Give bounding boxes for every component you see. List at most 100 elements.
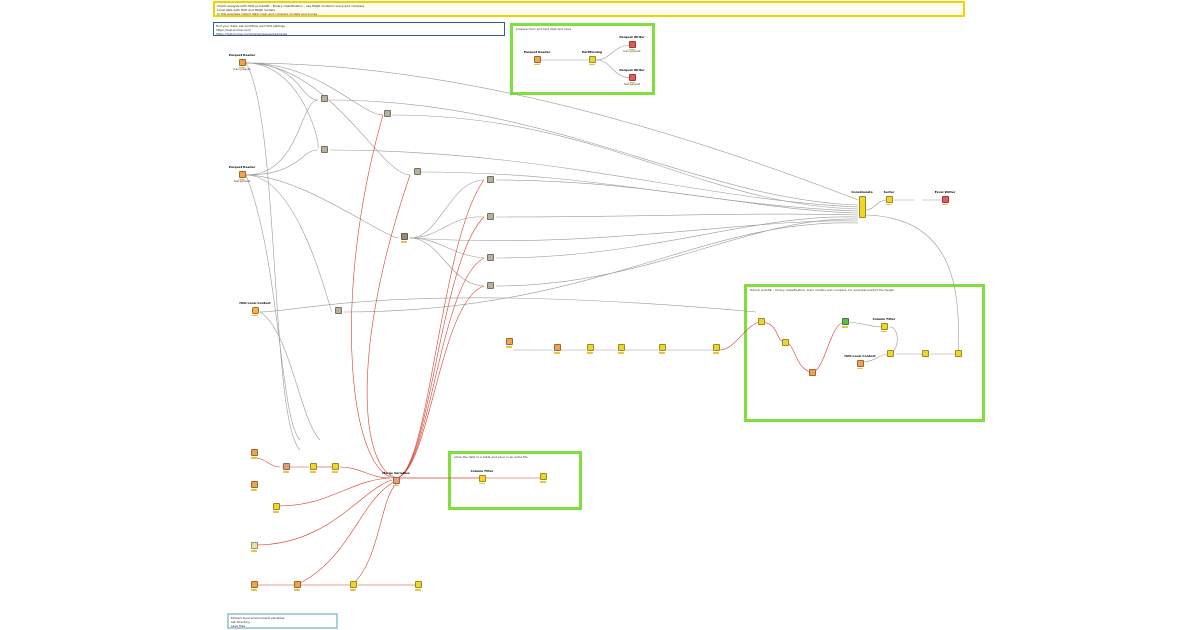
- node-title: [367, 106, 407, 109]
- model-metanode[interactable]: [367, 106, 407, 117]
- node-status-light: [415, 589, 421, 591]
- annotation-line: set directory: [231, 620, 250, 624]
- column-filter-node[interactable]: Column Filter: [462, 469, 502, 485]
- settings-annotation[interactable]: find your data, set workflow and H2O set…: [213, 22, 505, 36]
- column-filter-node[interactable]: [570, 343, 610, 354]
- parquet-reader-icon: [533, 55, 541, 63]
- reader-node[interactable]: [537, 343, 577, 354]
- model-metanode[interactable]: [318, 303, 358, 314]
- parquet-prep-annotation[interactable]: prepare train and test data and save: [510, 23, 655, 95]
- metanode-icon: [383, 110, 391, 117]
- table-to-variable-node[interactable]: [696, 343, 736, 354]
- model-metanode[interactable]: [397, 164, 437, 175]
- table-to-variable-icon: [712, 344, 720, 351]
- parquet-writer-node[interactable]: Parquet Writer train.parquet: [612, 35, 652, 53]
- node-status-light: [251, 550, 257, 552]
- joiner-node[interactable]: [870, 349, 910, 357]
- node-status-light: [659, 352, 665, 354]
- node-status-light: [713, 352, 719, 354]
- table-view-annotation[interactable]: show the data in a table and save in an …: [448, 451, 582, 510]
- partitioning-node[interactable]: Partitioning: [572, 50, 612, 66]
- node-title: [304, 142, 344, 145]
- annotation-text: prepare train and test data and save: [516, 27, 572, 31]
- node-title: H2O Local Context: [844, 354, 876, 358]
- node-status-light: [506, 346, 512, 348]
- excel-writer-node[interactable]: Excel Writer: [925, 190, 965, 206]
- table-view-node[interactable]: [523, 472, 563, 483]
- merge-variables-node[interactable]: Merge Variables: [376, 471, 416, 487]
- model-metanode[interactable]: [304, 142, 344, 153]
- model-metanode[interactable]: [304, 91, 344, 102]
- variable-icon: [272, 503, 280, 510]
- parquet-writer-icon: [628, 40, 636, 48]
- row-filter-node[interactable]: [642, 343, 682, 354]
- parquet-writer-icon: [628, 73, 636, 81]
- node-title: [470, 209, 510, 212]
- node-title: Parquet Reader: [228, 53, 256, 57]
- scorer-icon: [921, 350, 929, 357]
- model-metanode[interactable]: [470, 278, 510, 289]
- environment-icon: [250, 449, 258, 456]
- node-status-light: [629, 48, 635, 51]
- variable-icon: [757, 318, 765, 325]
- metanode-icon: [320, 95, 328, 102]
- metanode-icon: [486, 254, 494, 261]
- environment-node[interactable]: [277, 580, 317, 591]
- context-node[interactable]: [234, 541, 274, 552]
- environment-annotation[interactable]: Extract local environment variables set …: [227, 613, 338, 629]
- environment-icon: [293, 581, 301, 588]
- environment-node[interactable]: [234, 448, 274, 459]
- partitioning-icon: [588, 55, 596, 63]
- node-title: [470, 250, 510, 253]
- node-status-light: [886, 203, 892, 206]
- table-creator-node[interactable]: [489, 337, 529, 348]
- environment-node[interactable]: [234, 480, 274, 491]
- node-title: [397, 164, 437, 167]
- parquet-reader-icon: [238, 58, 246, 66]
- h2o-local-context-node[interactable]: H2O Local Context: [235, 301, 275, 317]
- variable-node[interactable]: [315, 462, 355, 473]
- metanode-icon: [486, 213, 494, 220]
- node-status-light: [332, 471, 338, 473]
- model-metanode[interactable]: [384, 229, 424, 243]
- model-metanode[interactable]: [470, 250, 510, 261]
- variable-icon: [309, 463, 317, 470]
- variable-node[interactable]: [765, 338, 805, 346]
- variable-node[interactable]: [398, 580, 438, 591]
- variable-icon: [282, 463, 290, 470]
- variable-node[interactable]: [333, 580, 373, 591]
- variable-node[interactable]: [256, 502, 296, 513]
- concatenate-icon: [954, 350, 962, 357]
- node-title: Concatenate: [851, 190, 873, 194]
- h2o-local-context-node[interactable]: H2O Local Context: [840, 354, 880, 370]
- variable-node[interactable]: [741, 317, 781, 325]
- concatenate-node[interactable]: Concatenate: [842, 190, 882, 218]
- model-metanode[interactable]: [470, 209, 510, 220]
- sorter-node[interactable]: Sorter: [869, 190, 909, 206]
- parquet-reader-node[interactable]: Parquet Reader train.parquet: [222, 53, 262, 71]
- variable-node[interactable]: [266, 462, 306, 473]
- column-filter-node[interactable]: [601, 343, 641, 354]
- scorer-node[interactable]: [905, 349, 945, 357]
- h2o-automl-annotation[interactable]: H2O.ai AutoML - binary classification, t…: [744, 284, 985, 422]
- node-title: Sorter: [883, 190, 895, 194]
- parquet-writer-node[interactable]: Parquet Writer test.parquet: [612, 68, 652, 86]
- annotation-line: Extract local environment variables: [231, 616, 285, 620]
- node-title: Column Filter: [470, 469, 494, 473]
- node-label: test.parquet: [234, 180, 250, 184]
- model-metanode[interactable]: [470, 172, 510, 183]
- h2o-predictor-node[interactable]: [825, 317, 865, 328]
- variable-node[interactable]: [293, 462, 333, 473]
- concatenate-node[interactable]: [938, 349, 978, 357]
- annotation-line: In this example collect data, train and …: [217, 12, 318, 16]
- mojo-reader-node[interactable]: [792, 368, 832, 376]
- column-filter-node[interactable]: Column Filter: [864, 317, 904, 333]
- workflow-description-annotation[interactable]: Check analysis with H2O.ai AutoML - Bina…: [213, 1, 965, 17]
- parquet-reader-node[interactable]: Parquet Reader: [517, 50, 557, 66]
- table-creator-icon: [505, 338, 513, 345]
- environment-icon: [250, 481, 258, 488]
- parquet-reader-node[interactable]: Parquet Reader test.parquet: [222, 165, 262, 184]
- environment-node[interactable]: [234, 580, 274, 591]
- node-status-light: [942, 203, 948, 206]
- h2o-context-icon: [251, 306, 259, 314]
